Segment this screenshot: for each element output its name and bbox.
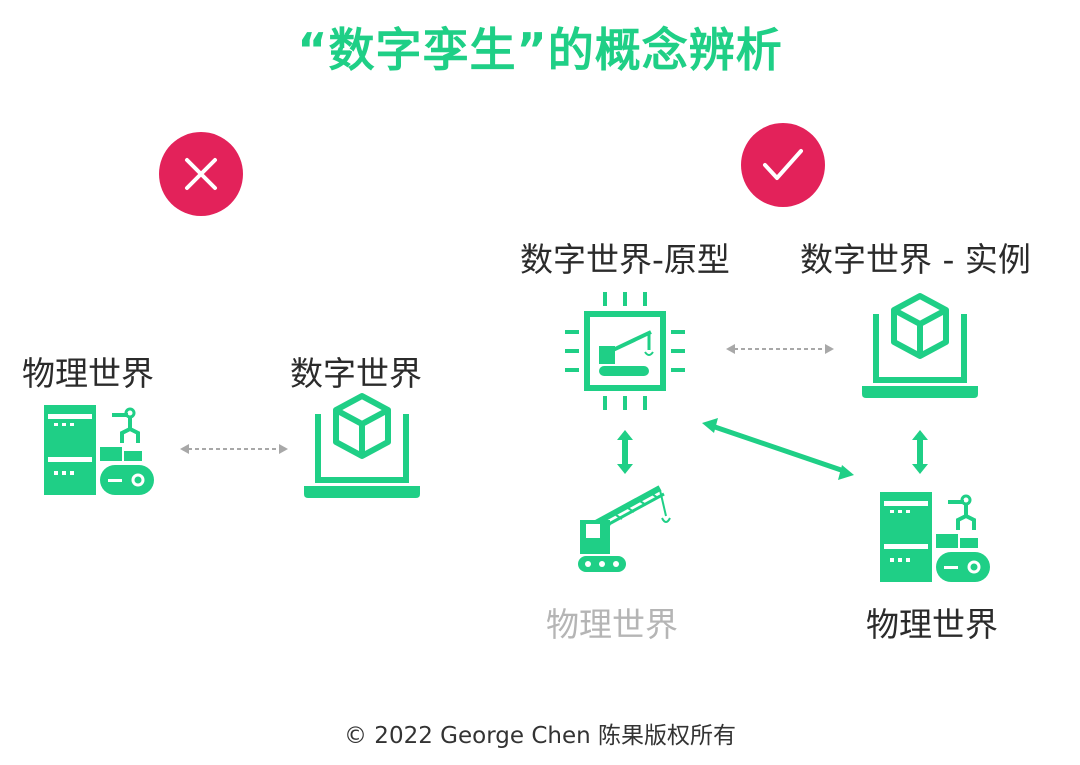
left-physical-label: 物理世界 <box>22 354 154 393</box>
factory-machine-icon <box>880 492 990 582</box>
correct-badge <box>741 123 825 207</box>
dotted-double-arrow-icon <box>180 444 288 454</box>
vertical-double-arrow-icon <box>617 430 633 474</box>
vertical-double-arrow-icon <box>912 430 928 474</box>
chip-crane-icon <box>565 292 685 410</box>
crane-icon <box>578 485 671 572</box>
copyright-text: © 2022 George Chen 陈果版权所有 <box>344 723 736 749</box>
left-digital-label: 数字世界 <box>290 354 422 393</box>
physical-prototype-label: 物理世界 <box>546 605 678 644</box>
wrong-badge <box>159 132 243 216</box>
dotted-double-arrow-icon <box>726 344 834 354</box>
x-icon <box>185 158 217 190</box>
check-icon <box>763 149 803 180</box>
page-title: “数字孪生”的概念辨析 <box>297 23 783 77</box>
diagonal-double-arrow-icon <box>702 418 854 480</box>
factory-machine-icon <box>44 405 154 495</box>
laptop-cube-icon <box>862 293 978 398</box>
digital-prototype-label: 数字世界-原型 <box>520 240 730 279</box>
digital-instance-label: 数字世界 - 实例 <box>800 240 1031 279</box>
laptop-cube-icon <box>304 393 420 498</box>
physical-instance-label: 物理世界 <box>866 605 998 644</box>
